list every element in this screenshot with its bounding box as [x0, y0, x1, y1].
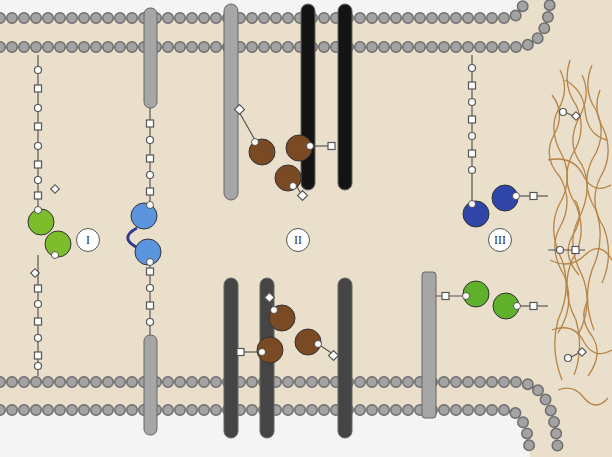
callout-number: III: [494, 234, 506, 246]
callout-number: II: [294, 234, 302, 246]
callout-number: I: [86, 234, 90, 246]
callout-circle: I: [76, 228, 100, 252]
callout-circle: III: [488, 228, 512, 252]
callout-circle: II: [286, 228, 310, 252]
